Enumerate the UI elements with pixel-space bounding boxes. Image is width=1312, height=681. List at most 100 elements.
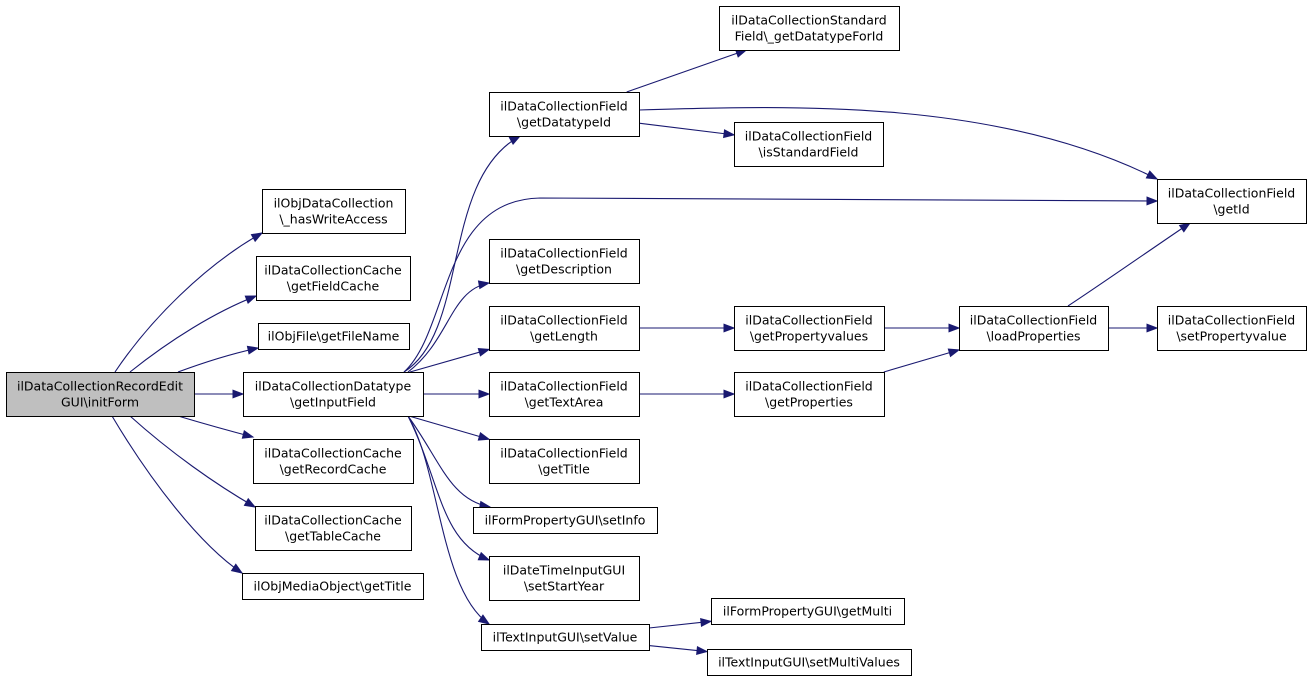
- node-box: [489, 439, 640, 484]
- edge-line: [638, 107, 1158, 180]
- node-label: \getRecordCache: [280, 462, 387, 477]
- node-getFileName[interactable]: ilObjFile\getFileName: [258, 323, 410, 350]
- edge-getDatatypeId-to-isStandardField: [638, 122, 736, 139]
- node-isStandardField[interactable]: ilDataCollectionField\isStandardField: [734, 122, 884, 167]
- node-getRecordCache[interactable]: ilDataCollectionCache\getRecordCache: [253, 439, 414, 484]
- node-label: ilDataCollectionField: [1168, 186, 1295, 201]
- edge-getLength-to-getPropertyvalues: [639, 323, 736, 333]
- edge-loadProperties-to-setPropertyvalue: [1108, 323, 1159, 333]
- arrowhead: [948, 323, 961, 333]
- node-label: \getId: [1213, 202, 1249, 217]
- arrowhead: [244, 295, 258, 305]
- node-box: [256, 256, 411, 301]
- arrowhead: [241, 429, 255, 439]
- node-box: [473, 507, 658, 534]
- node-label: ilTextInputGUI\setMultiValues: [718, 655, 900, 670]
- edge-line: [408, 415, 490, 440]
- edge-root-to-getTableCache: [129, 415, 257, 508]
- node-setInfo[interactable]: ilFormPropertyGUI\setInfo: [473, 507, 658, 534]
- node-label: ilDataCollectionField: [500, 99, 627, 114]
- node-box: [489, 306, 640, 351]
- node-box: [243, 372, 424, 417]
- node-loadProperties[interactable]: ilDataCollectionField\loadProperties: [959, 306, 1109, 351]
- node-label: \getTextArea: [525, 395, 604, 410]
- node-hasWriteAccess[interactable]: ilObjDataCollection\_hasWriteAccess: [262, 189, 406, 234]
- node-label: ilDataCollectionStandard: [731, 13, 887, 28]
- arrowhead: [1178, 222, 1192, 233]
- edge-getInputField-to-getId: [403, 196, 1159, 373]
- node-getDatatypeForId[interactable]: ilDataCollectionStandardField\_getDataty…: [719, 6, 900, 51]
- node-label: \getTableCache: [285, 529, 381, 544]
- node-label: \getFieldCache: [287, 279, 380, 294]
- node-getProperties[interactable]: ilDataCollectionField\getProperties: [734, 372, 885, 417]
- edge-root-to-getRecordCache: [177, 415, 255, 439]
- node-label: ilDataCollectionDatatype: [255, 379, 412, 394]
- arrowhead: [723, 129, 736, 139]
- node-getId[interactable]: ilDataCollectionField\getId: [1157, 179, 1307, 224]
- node-box: [707, 649, 912, 676]
- arrowhead: [477, 431, 491, 441]
- arrowhead: [478, 389, 491, 399]
- node-box: [489, 239, 640, 284]
- edge-line: [129, 415, 256, 508]
- node-box: [1157, 179, 1307, 224]
- arrowhead: [477, 551, 491, 561]
- node-box: [242, 573, 424, 600]
- node-setPropertyvalue[interactable]: ilDataCollectionField\setPropertyvalue: [1157, 306, 1307, 351]
- arrowhead: [1145, 170, 1159, 180]
- edge-root-to-getFileName: [177, 345, 260, 373]
- node-getLength[interactable]: ilDataCollectionField\getLength: [489, 306, 640, 351]
- node-label: Field\_getDatatypeForId: [735, 29, 884, 44]
- node-label: ilObjMediaObject\getTitle: [254, 579, 412, 594]
- node-label: ilDataCollectionCache: [264, 446, 402, 461]
- edge-setValue-to-getMulti: [648, 617, 713, 629]
- node-label: ilFormPropertyGUI\getMulti: [723, 604, 892, 619]
- edge-root-to-getFieldCache: [129, 295, 258, 373]
- node-box: [253, 439, 414, 484]
- node-fieldGetTitle[interactable]: ilDataCollectionField\getTitle: [489, 439, 640, 484]
- node-setValue[interactable]: ilTextInputGUI\setValue: [481, 624, 650, 651]
- node-getPropertyvalues[interactable]: ilDataCollectionField\getPropertyvalues: [734, 306, 885, 351]
- edge-line: [407, 415, 491, 508]
- edge-line: [638, 122, 735, 136]
- node-label: \getProperties: [765, 395, 853, 410]
- arrowhead: [508, 135, 522, 146]
- node-getFieldCache[interactable]: ilDataCollectionCache\getFieldCache: [256, 256, 411, 301]
- node-label: \getDescription: [516, 262, 612, 277]
- node-setMultiValues[interactable]: ilTextInputGUI\setMultiValues: [707, 649, 912, 676]
- node-getInputField[interactable]: ilDataCollectionDatatype\getInputField: [243, 372, 424, 417]
- node-box: [734, 122, 884, 167]
- edge-line: [1067, 222, 1191, 307]
- edge-line: [129, 295, 257, 373]
- arrowhead: [723, 323, 736, 333]
- node-getTableCache[interactable]: ilDataCollectionCache\getTableCache: [255, 506, 412, 551]
- edge-line: [407, 282, 490, 373]
- node-getDatatypeId[interactable]: ilDataCollectionField\getDatatypeId: [489, 92, 640, 137]
- node-getDescription[interactable]: ilDataCollectionField\getDescription: [489, 239, 640, 284]
- arrowhead: [250, 232, 264, 243]
- edge-getInputField-to-setValue: [407, 415, 491, 625]
- node-box: [6, 372, 195, 417]
- edge-getDatatypeId-to-getDatatypeForId: [626, 49, 748, 93]
- edge-getInputField-to-setStartYear: [407, 415, 491, 561]
- arrowhead: [243, 497, 257, 508]
- node-label: ilDataCollectionField: [745, 379, 872, 394]
- node-label: \isStandardField: [759, 145, 859, 160]
- node-label: ilObjDataCollection: [274, 196, 394, 211]
- node-label: ilDataCollectionField: [500, 313, 627, 328]
- node-getMulti[interactable]: ilFormPropertyGUI\getMulti: [711, 598, 905, 625]
- edge-getProperties-to-loadProperties: [883, 348, 961, 373]
- edge-line: [883, 349, 960, 373]
- node-getTextArea[interactable]: ilDataCollectionField\getTextArea: [489, 372, 640, 417]
- node-setStartYear[interactable]: ilDateTimeInputGUI\setStartYear: [489, 556, 640, 601]
- arrowhead: [246, 345, 260, 355]
- node-label: ilDataCollectionField: [500, 379, 627, 394]
- edge-line: [403, 135, 521, 373]
- arrowhead: [1146, 323, 1159, 333]
- node-label: ilObjFile\getFileName: [268, 329, 400, 344]
- node-mediaGetTitle[interactable]: ilObjMediaObject\getTitle: [242, 573, 424, 600]
- arrowhead: [696, 645, 709, 655]
- edge-root-to-hasWriteAccess: [114, 232, 264, 373]
